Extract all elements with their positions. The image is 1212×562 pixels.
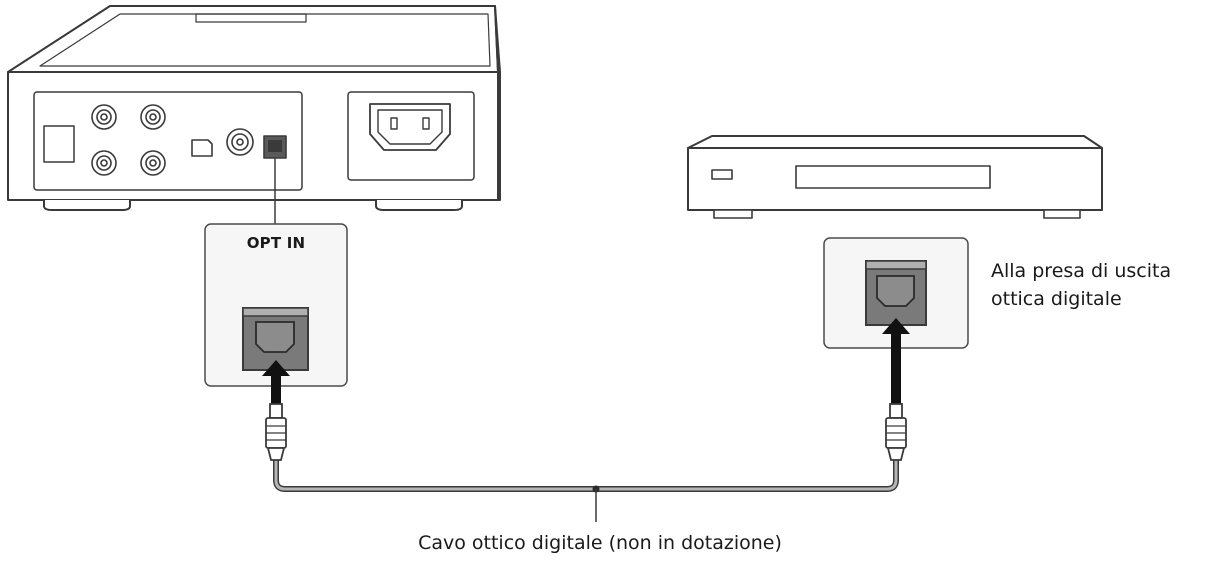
ac-inlet [369,103,451,151]
optical-cable [273,455,899,492]
insert-arrow-right [882,318,910,404]
cable-callout [592,485,600,522]
usb-port [191,139,213,157]
output-optical-jack [865,260,927,326]
ac-inlet-pin [422,117,430,130]
output-jack-label-line1: Alla presa di uscita [991,260,1172,282]
amplifier-foot-right [375,200,463,211]
output-jack-label: Alla presa di uscita ottica digitale [991,257,1171,313]
ac-inlet-plate [347,91,475,181]
amplifier-foot-left [43,200,131,211]
rca-jack-group [91,104,254,176]
opt-in-optical-jack [242,307,309,371]
cd-player-power-button [711,169,733,180]
cd-player-top-face [687,135,1103,149]
optical-plug-right [885,403,907,461]
insert-arrow-left [262,360,290,404]
amplifier-rear-square [43,125,75,163]
opt-in-label: OPT IN [246,234,306,252]
output-zoom-panel [823,237,969,349]
ac-inlet-pin [390,117,398,130]
amplifier-top-display [195,13,307,23]
cd-player-disc-tray [795,165,991,189]
cd-player-device [687,135,1103,219]
amplifier-top-inner [39,13,491,67]
cd-player-foot-left [713,209,753,219]
amplifier-device [7,5,501,211]
output-jack-label-line2: ottica digitale [991,288,1122,310]
amplifier-connector-plate [33,91,303,191]
cd-player-foot-right [1043,209,1081,219]
cable-label: Cavo ottico digitale (non in dotazione) [418,532,782,554]
optical-plug-left [265,403,287,461]
